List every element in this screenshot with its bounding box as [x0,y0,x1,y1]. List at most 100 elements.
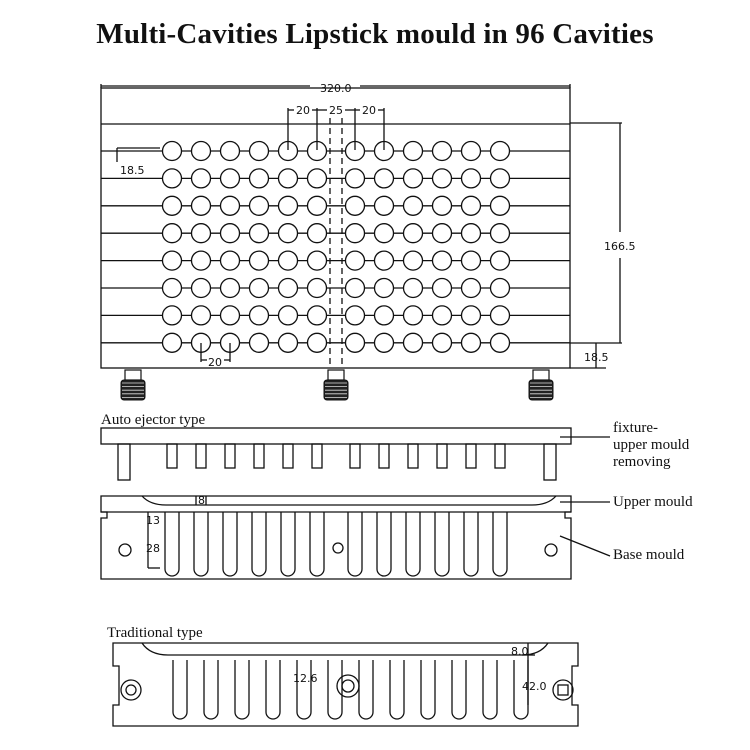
cavity-hole [277,305,299,326]
cavity-slot [420,660,436,720]
cavity-slot [492,512,508,577]
cavity-hole [344,277,366,299]
cavity-slot [513,660,529,720]
cavity-slot [451,660,467,720]
cavity-hole [161,223,183,244]
cavity-hole [306,168,328,189]
cavity-hole [277,223,299,244]
fixture-pin [166,443,178,469]
cavity-slot [463,512,479,577]
top-view [100,84,622,369]
cavity-hole [161,250,183,271]
cavity-slot [389,660,405,720]
fixture-plate [100,427,572,445]
cavity-hole [161,277,183,299]
cavity-hole [190,140,212,162]
top-plate-outline [100,87,571,369]
cavity-hole [489,305,511,326]
cavity-hole [402,168,424,189]
cavity-hole [248,250,270,271]
cavity-slot [327,660,343,720]
cavity-hole [489,140,511,162]
knob [120,369,146,401]
cavity-hole [190,195,212,216]
cavity-hole [161,332,183,353]
cavity-hole [306,305,328,326]
fixture-pin [224,443,236,469]
cavity-hole [431,250,453,271]
dim-bottom-pitch: 20 [208,356,222,369]
label-fixture-1: fixture- [613,420,658,436]
cavity-hole [219,277,241,299]
cavity-hole [344,195,366,216]
cavity-hole [277,332,299,353]
cavity-hole [431,277,453,299]
trad-hole-left-outer [120,679,142,701]
cavity-hole [431,140,453,162]
dim-13: 13 [146,514,160,527]
cavity-hole [190,277,212,299]
cavity-hole [277,277,299,299]
cavity-hole [460,168,482,189]
cavity-slot [234,660,250,720]
dim-8: 8 [198,494,205,507]
fixture-pin [407,443,419,469]
cavity-hole [489,332,511,353]
cavity-hole [161,140,183,162]
cavity-hole [248,332,270,353]
label-fixture-2: upper mould [613,437,690,453]
cavity-hole [460,250,482,271]
knob [323,369,349,401]
trad-center-outer [336,674,360,698]
cavity-hole [306,250,328,271]
dim-pitch-right: 20 [362,104,376,117]
traditional-section [112,642,579,727]
trad-hole-right-inner [557,684,569,696]
cavity-hole [402,277,424,299]
cavity-hole [373,223,395,244]
cavity-hole [277,195,299,216]
cavity-hole [190,250,212,271]
fixture-pin [195,443,207,469]
cavity-hole [402,332,424,353]
cavity-hole [489,195,511,216]
fixture-pin [494,443,506,469]
cavity-hole [219,140,241,162]
fixture-pin [349,443,361,469]
cavity-hole [460,305,482,326]
cavity-hole [431,168,453,189]
cavity-hole [248,168,270,189]
cavity-hole [460,277,482,299]
cavity-hole [277,168,299,189]
cavity-slots [164,512,508,577]
cavity-slot [251,512,267,577]
dim-8-0: 8.0 [511,645,529,658]
dim-width: 320.0 [320,82,352,95]
side-hole-left [118,543,132,557]
cavity-slot [434,512,450,577]
cavity-hole [460,140,482,162]
cavity-hole [248,140,270,162]
cavity-slot [296,660,312,720]
fixture-pin [378,443,390,469]
cavity-hole [277,250,299,271]
cavity-hole [373,195,395,216]
cavity-slot [347,512,363,577]
upper-mould-outline [100,495,572,580]
cavity-hole [373,277,395,299]
cavity-hole [402,140,424,162]
cavity-hole [219,250,241,271]
cavity-hole [489,277,511,299]
cavity-hole [248,305,270,326]
fixture-pin [436,443,448,469]
cavity-hole [373,305,395,326]
trad-center-inner [341,679,355,693]
fixture-pin [253,443,265,469]
auto-ejector-heading: Auto ejector type [101,412,205,428]
upper-mould-recess [141,495,557,506]
cavity-hole [402,223,424,244]
cavity-hole [219,195,241,216]
cavity-hole [460,223,482,244]
dim-pitch-left: 20 [296,104,310,117]
cavity-hole [460,332,482,353]
